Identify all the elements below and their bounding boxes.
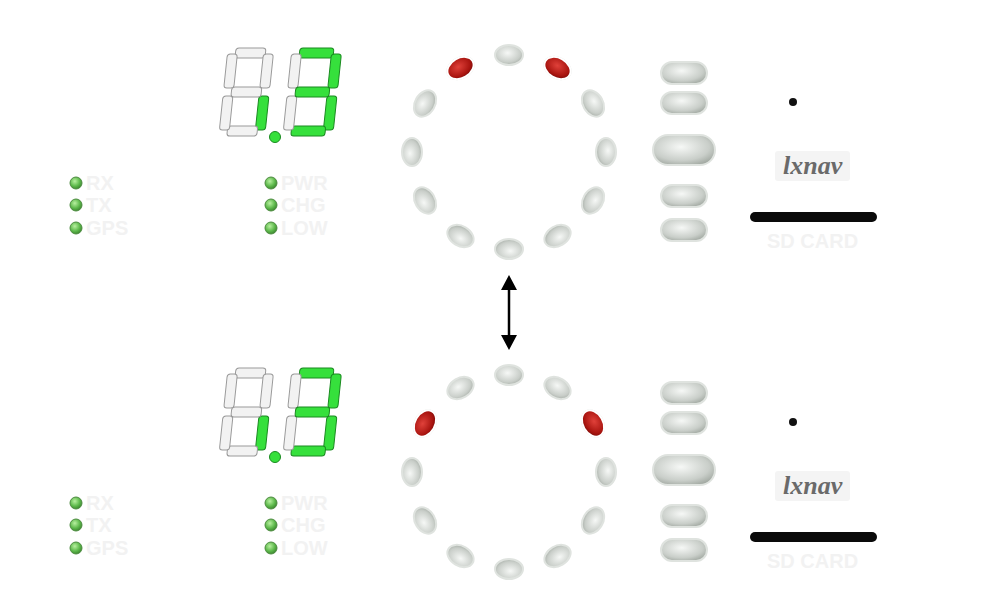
panel-parts-top: [70, 45, 877, 259]
led-label: PWR: [281, 492, 328, 514]
double-arrow: [508, 287, 511, 338]
arrow-head: [501, 335, 517, 350]
brand-logo: lxnav: [773, 469, 852, 503]
led-label: GPS: [86, 537, 128, 559]
slot-label: SD CARD: [767, 550, 858, 572]
slot-label: SD CARD: [767, 230, 858, 252]
device-panel: RXTXGPS PWRCHGLOW lxnav SD CARD: [0, 330, 1002, 612]
brand-logo: lxnav: [773, 149, 852, 183]
red-leds-top: [443, 52, 574, 83]
arrow-head: [501, 275, 517, 290]
panel-outline-path: [8, 10, 996, 295]
led-label: TX: [86, 514, 112, 536]
device-panel: RXTXGPS PWRCHGLOW lxnav SD CARD: [0, 10, 1002, 295]
led-label: RX: [86, 172, 114, 194]
panel-outline-path: [8, 330, 996, 612]
panel-parts-bottom: [70, 365, 877, 579]
led-label: CHG: [281, 194, 325, 216]
red-leds-bottom: [409, 406, 608, 440]
led-label: GPS: [86, 217, 128, 239]
led-label: TX: [86, 194, 112, 216]
led-label: PWR: [281, 172, 328, 194]
led-label: LOW: [281, 537, 328, 559]
led-label: CHG: [281, 514, 325, 536]
led-label: RX: [86, 492, 114, 514]
led-label: LOW: [281, 217, 328, 239]
